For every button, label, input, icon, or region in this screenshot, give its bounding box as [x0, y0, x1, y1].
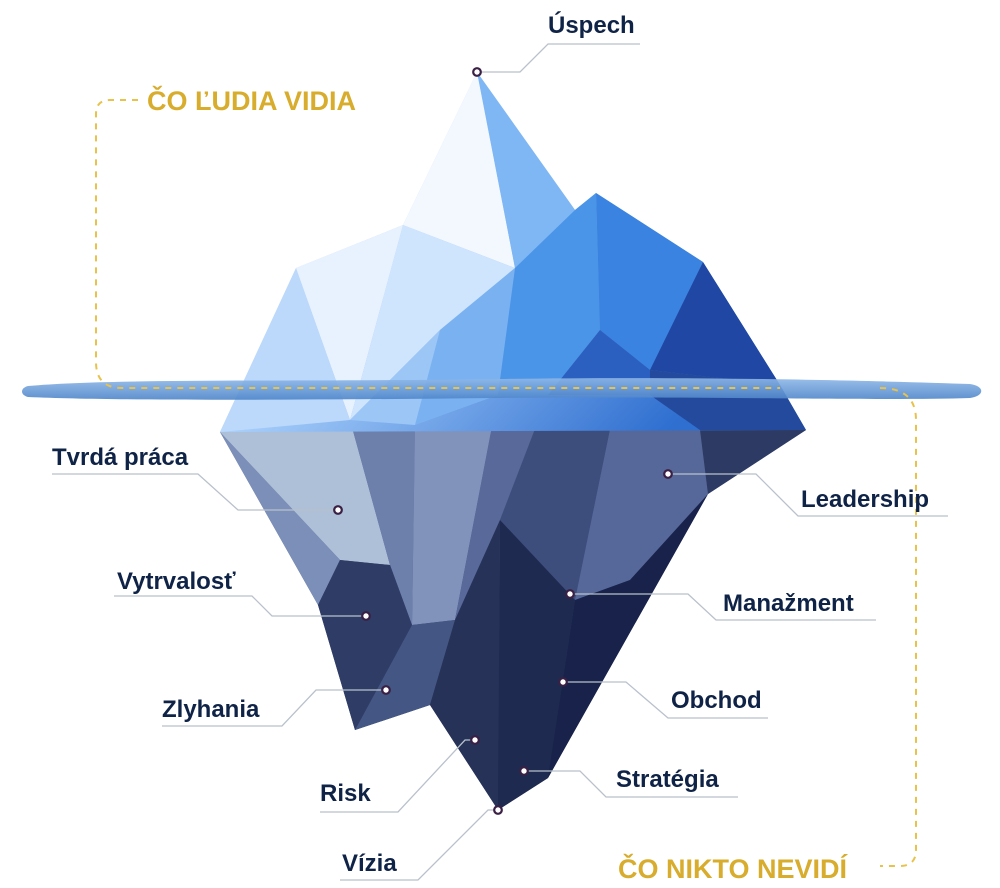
section-title-hidden: ČO NIKTO NEVIDÍ — [618, 856, 847, 883]
hidden-bracket-line — [880, 388, 916, 866]
label-zlyhania: Zlyhania — [162, 698, 259, 722]
label-tvrda-praca: Tvrdá práca — [52, 446, 188, 470]
label-strategia: Stratégia — [616, 768, 719, 792]
marker-leadership — [664, 470, 672, 478]
marker-obchod — [559, 678, 567, 686]
marker-strategia — [520, 767, 528, 775]
label-leadership: Leadership — [801, 488, 929, 512]
label-vytrvalost: Vytrvalosť — [117, 570, 236, 594]
marker-vytrvalost — [362, 612, 370, 620]
label-obchod: Obchod — [671, 689, 762, 713]
label-uspech: Úspech — [548, 14, 635, 38]
marker-uspech — [473, 68, 481, 76]
iceberg-underwater — [220, 395, 806, 810]
marker-vizia — [494, 806, 502, 814]
marker-manazment — [566, 590, 574, 598]
iceberg-above-water — [220, 72, 806, 432]
marker-risk — [471, 736, 479, 744]
label-manazment: Manažment — [723, 592, 854, 616]
label-risk: Risk — [320, 782, 371, 806]
leader-line-uspech — [477, 44, 640, 72]
section-title-visible: ČO ĽUDIA VIDIA — [147, 88, 356, 115]
marker-tvrda-praca — [334, 506, 342, 514]
label-vizia: Vízia — [342, 852, 397, 876]
marker-zlyhania — [382, 686, 390, 694]
